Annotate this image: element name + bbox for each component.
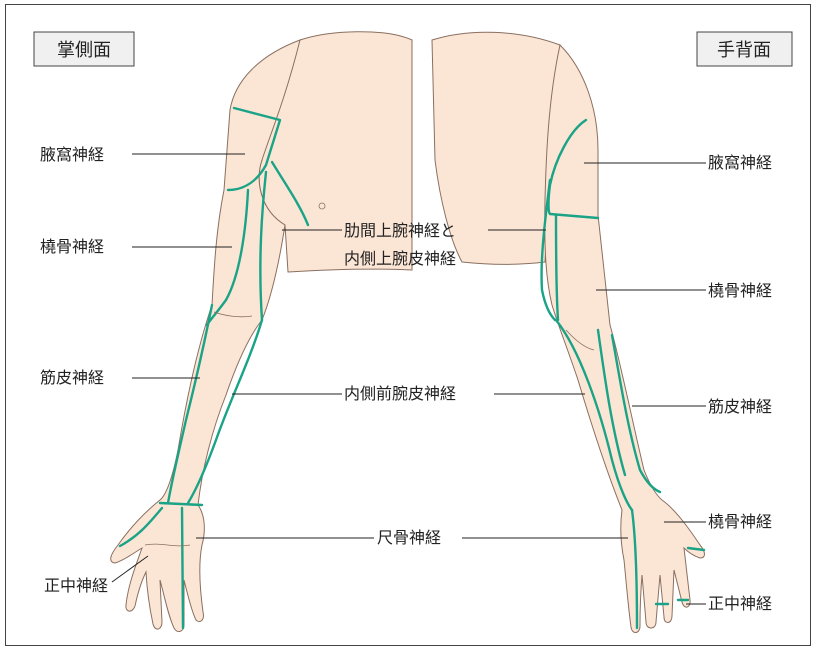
label-ulnar: 尺骨神経 — [377, 528, 441, 547]
panel-label-left: 掌側面 — [34, 32, 134, 66]
label-median-left: 正中神経 — [44, 576, 108, 595]
panel-label-right: 手背面 — [697, 32, 792, 66]
label-radial-right-upper: 橈骨神経 — [708, 281, 772, 300]
label-radial-right-hand: 橈骨神経 — [708, 512, 772, 531]
label-musculocutaneous-right: 筋皮神経 — [708, 397, 772, 416]
panel-label-right-text: 手背面 — [717, 40, 771, 61]
label-radial-left: 橈骨神経 — [40, 237, 104, 256]
label-intercostobrachial-2: 内側上腕皮神経 — [344, 249, 456, 268]
label-axillary-left: 腋窩神経 — [40, 145, 104, 164]
label-musculocutaneous-left: 筋皮神経 — [40, 368, 104, 387]
panel-label-left-text: 掌側面 — [57, 40, 111, 61]
right-arm — [432, 32, 705, 632]
label-axillary-right: 腋窩神経 — [708, 153, 772, 172]
label-medial-antebrachial: 内側前腕皮神経 — [344, 384, 456, 403]
label-median-right: 正中神経 — [708, 594, 772, 613]
label-intercostobrachial-1: 肋間上腕神経と — [344, 221, 456, 240]
left-hand-ulnar-line — [182, 508, 183, 628]
left-arm — [111, 32, 412, 632]
